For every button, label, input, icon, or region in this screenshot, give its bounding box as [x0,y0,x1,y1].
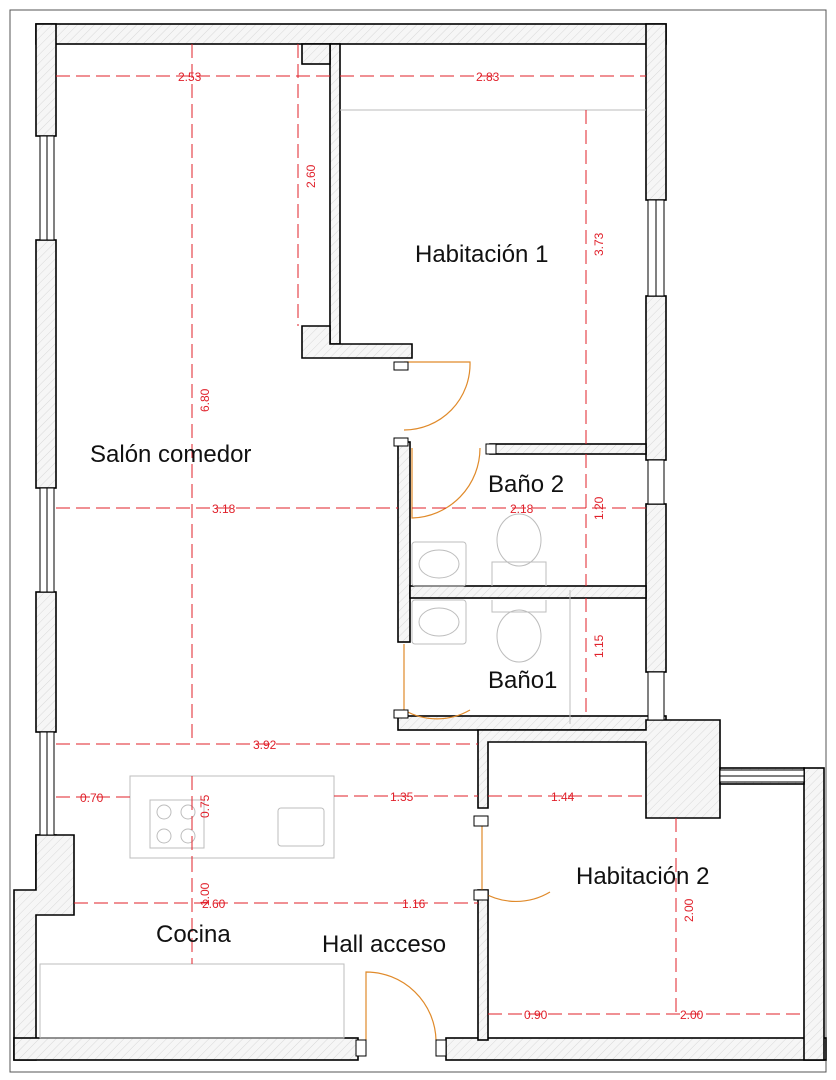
dim-label-392: 3.92 [253,738,277,752]
room-label-bano2: Baño 2 [488,471,564,498]
room-label-salon: Salón comedor [90,441,251,468]
dim-label-260v: 2.60 [304,164,318,188]
dim-label-680: 6.80 [198,388,212,412]
dim-label-115: 1.15 [592,634,606,658]
room-label-cocina: Cocina [156,921,231,948]
walls [13,23,827,1061]
dim-label-283: 2.83 [476,70,500,84]
room-label-hab2: Habitación 2 [576,863,709,890]
dim-label-260h: 2.60 [202,897,226,911]
dim-label-090: 0.90 [524,1008,548,1022]
dim-label-318: 3.18 [212,502,236,516]
dim-label-200v: 2.00 [682,898,696,922]
dim-label-116: 1.16 [402,897,426,911]
room-labels: Salón comedor Habitación 1 Baño 2 Baño1 … [90,241,709,958]
windows [39,135,805,836]
dim-label-253: 2.53 [178,70,202,84]
room-label-hall: Hall acceso [322,931,446,958]
dim-label-070: 0.70 [80,791,104,805]
dim-label-373: 3.73 [592,232,606,256]
page-frame [9,9,827,1073]
room-label-bano1: Baño1 [488,667,557,694]
doors [355,361,551,1057]
dim-label-075: 0.75 [198,794,212,818]
room-label-hab1: Habitación 1 [415,241,548,268]
dimension-lines [56,44,804,1015]
dim-label-200h: 2.00 [680,1008,704,1022]
dim-label-100: 1.00 [198,882,212,906]
dim-label-135: 1.35 [390,790,414,804]
dim-label-218: 2.18 [510,502,534,516]
dimension-labels: 2.53 2.83 2.60 3.73 6.80 3.18 2.18 1.20 … [80,70,704,1022]
dim-label-144: 1.44 [551,790,575,804]
dim-label-120: 1.20 [592,496,606,520]
